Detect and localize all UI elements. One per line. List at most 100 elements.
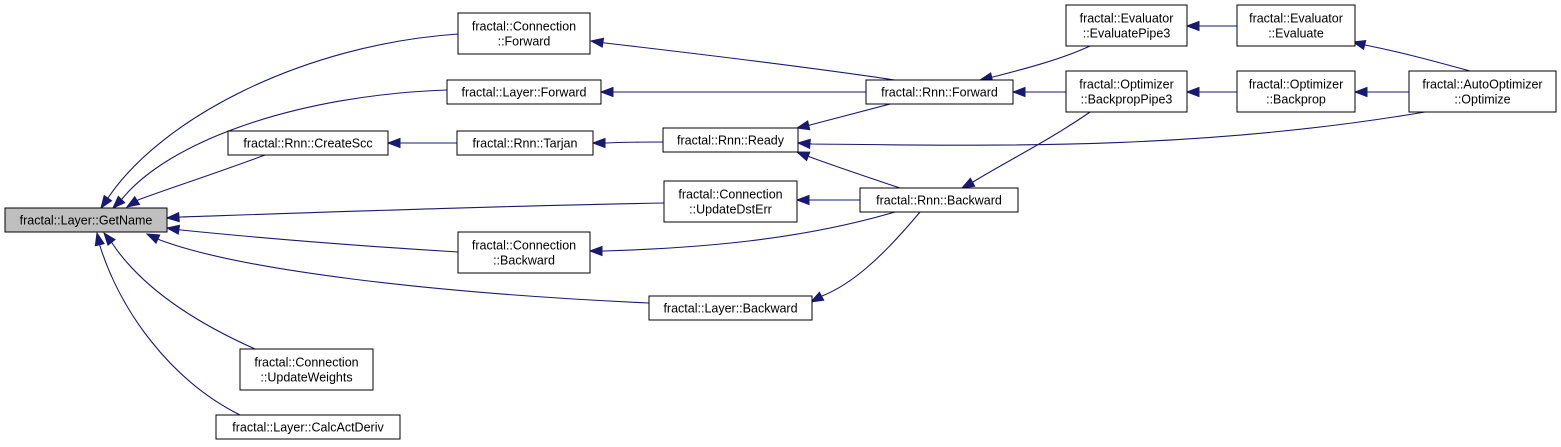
node-label: fractal::Rnn::Forward xyxy=(881,86,998,100)
node-opt-backprop[interactable]: fractal::Optimizer::Backprop xyxy=(1236,70,1356,113)
arrowhead-icon xyxy=(111,195,126,210)
node-label: fractal::Optimizer xyxy=(1079,78,1173,92)
edge-conn_forward-to-layer_getname xyxy=(100,33,459,210)
edge-line xyxy=(136,154,266,202)
edge-rnn_backward-to-conn_backward xyxy=(588,211,896,257)
edge-line xyxy=(991,45,1091,78)
arrowhead-icon xyxy=(1353,86,1368,98)
node-label: fractal::Layer::CalcActDeriv xyxy=(232,421,384,435)
node-label: ::EvaluatePipe3 xyxy=(1083,27,1171,41)
node-layer-getname[interactable]: fractal::Layer::GetName xyxy=(4,207,168,233)
node-opt-pipe3[interactable]: fractal::Optimizer::BackpropPipe3 xyxy=(1065,70,1188,113)
edge-line xyxy=(1364,44,1471,72)
node-box xyxy=(663,180,798,223)
node-eval-pipe3[interactable]: fractal::Evaluator::EvaluatePipe3 xyxy=(1065,4,1188,47)
node-label: fractal::Layer::GetName xyxy=(20,214,153,228)
node-rnn-createscc[interactable]: fractal::Rnn::CreateScc xyxy=(227,130,389,156)
node-conn-backward[interactable]: fractal::Connection::Backward xyxy=(457,231,591,274)
node-label: fractal::Rnn::Backward xyxy=(876,194,1002,208)
edge-line xyxy=(808,155,901,189)
edge-layer_forward-to-layer_getname xyxy=(111,89,448,210)
arrowhead-icon xyxy=(809,291,825,303)
arrowhead-icon xyxy=(588,245,603,257)
edge-rnn_backward-to-rnn_ready xyxy=(795,151,901,189)
edge-line xyxy=(972,111,1091,183)
arrowhead-icon xyxy=(145,233,161,244)
arrowhead-icon xyxy=(599,86,614,98)
node-box xyxy=(865,79,1014,105)
arrowhead-icon xyxy=(589,37,605,48)
edge-line xyxy=(605,141,664,144)
node-layer-calcactderiv[interactable]: fractal::Layer::CalcActDeriv xyxy=(215,414,401,440)
node-label: fractal::Layer::Backward xyxy=(663,302,797,316)
arrowhead-icon xyxy=(165,211,180,223)
node-rnn-backward[interactable]: fractal::Rnn::Backward xyxy=(859,187,1019,213)
nodes-layer: fractal::Layer::GetName fractal::Rnn::Cre… xyxy=(4,4,1557,440)
node-label: fractal::Evaluator xyxy=(1249,12,1343,26)
node-label: ::Evaluate xyxy=(1268,27,1324,41)
node-conn-forward[interactable]: fractal::Connection::Forward xyxy=(457,12,591,55)
node-label: fractal::Connection xyxy=(472,239,576,253)
node-label: fractal::Layer::Forward xyxy=(461,86,586,100)
node-layer-backward[interactable]: fractal::Layer::Backward xyxy=(648,295,813,321)
arrowhead-icon xyxy=(103,231,116,247)
node-label: ::Forward xyxy=(498,35,551,49)
edge-line xyxy=(808,103,891,126)
node-rnn-ready[interactable]: fractal::Rnn::Ready xyxy=(662,127,799,153)
arrowhead-icon xyxy=(591,137,606,149)
arrowhead-icon xyxy=(1351,39,1367,51)
edge-line xyxy=(602,42,896,81)
node-box xyxy=(457,12,591,55)
node-box xyxy=(456,130,594,156)
edge-rnn_tarjan-to-rnn_createscc xyxy=(386,137,458,149)
node-rnn-forward[interactable]: fractal::Rnn::Forward xyxy=(865,79,1014,105)
edge-conn_backward-to-layer_getname xyxy=(165,224,459,253)
arrowhead-icon xyxy=(1185,20,1200,32)
node-label: ::BackpropPipe3 xyxy=(1081,93,1173,107)
edge-autoopt_optimize-to-eval_evaluate xyxy=(1351,39,1471,72)
edge-rnn_backward-to-conn_updatedsterr xyxy=(795,194,860,206)
node-box xyxy=(1065,4,1188,47)
arrowhead-icon xyxy=(795,194,810,206)
node-autoopt-optimize[interactable]: fractal::AutoOptimizer::Optimize xyxy=(1408,70,1557,113)
node-eval-evaluate[interactable]: fractal::Evaluator::Evaluate xyxy=(1236,4,1356,47)
edge-line xyxy=(111,242,256,350)
node-conn-updateweights[interactable]: fractal::Connection::UpdateWeights xyxy=(239,348,374,391)
edge-eval_evaluate-to-eval_pipe3 xyxy=(1185,20,1237,32)
node-layer-forward[interactable]: fractal::Layer::Forward xyxy=(446,79,602,105)
edge-opt_pipe3-to-rnn_forward xyxy=(1011,86,1066,98)
node-box xyxy=(1065,70,1188,113)
node-box xyxy=(215,414,401,440)
node-box xyxy=(662,127,799,153)
node-label: ::Backward xyxy=(493,254,555,268)
arrowhead-icon xyxy=(1185,86,1200,98)
node-conn-updatedsterr[interactable]: fractal::Connection::UpdateDstErr xyxy=(663,180,798,223)
edge-line xyxy=(602,211,896,252)
node-label: ::UpdateDstErr xyxy=(689,203,772,217)
node-label: fractal::Rnn::Tarjan xyxy=(473,137,578,151)
node-label: ::Optimize xyxy=(1454,93,1510,107)
arrowhead-icon xyxy=(125,195,141,208)
edge-rnn_ready-to-rnn_tarjan xyxy=(591,137,664,149)
arrowhead-icon xyxy=(1011,86,1026,98)
arrowhead-icon xyxy=(100,194,113,210)
arrowhead-icon xyxy=(795,151,811,162)
node-box xyxy=(4,207,168,233)
node-box xyxy=(457,231,591,274)
edge-line xyxy=(821,211,921,297)
node-box xyxy=(446,79,602,105)
arrowhead-icon xyxy=(165,224,181,235)
arrowhead-icon xyxy=(960,177,976,189)
edge-layer_calcactderiv-to-layer_getname xyxy=(94,231,241,416)
edge-line xyxy=(99,244,241,416)
edge-opt_pipe3-to-rnn_backward xyxy=(960,111,1091,189)
edge-rnn_forward-to-conn_forward xyxy=(589,37,896,81)
arrowhead-icon xyxy=(795,120,811,131)
arrowhead-icon xyxy=(386,137,401,149)
edge-line xyxy=(809,111,1426,146)
edge-rnn_createscc-to-layer_getname xyxy=(125,154,266,208)
edges-layer xyxy=(94,20,1471,416)
edge-layer_backward-to-layer_getname xyxy=(145,233,650,304)
node-rnn-tarjan[interactable]: fractal::Rnn::Tarjan xyxy=(456,130,594,156)
